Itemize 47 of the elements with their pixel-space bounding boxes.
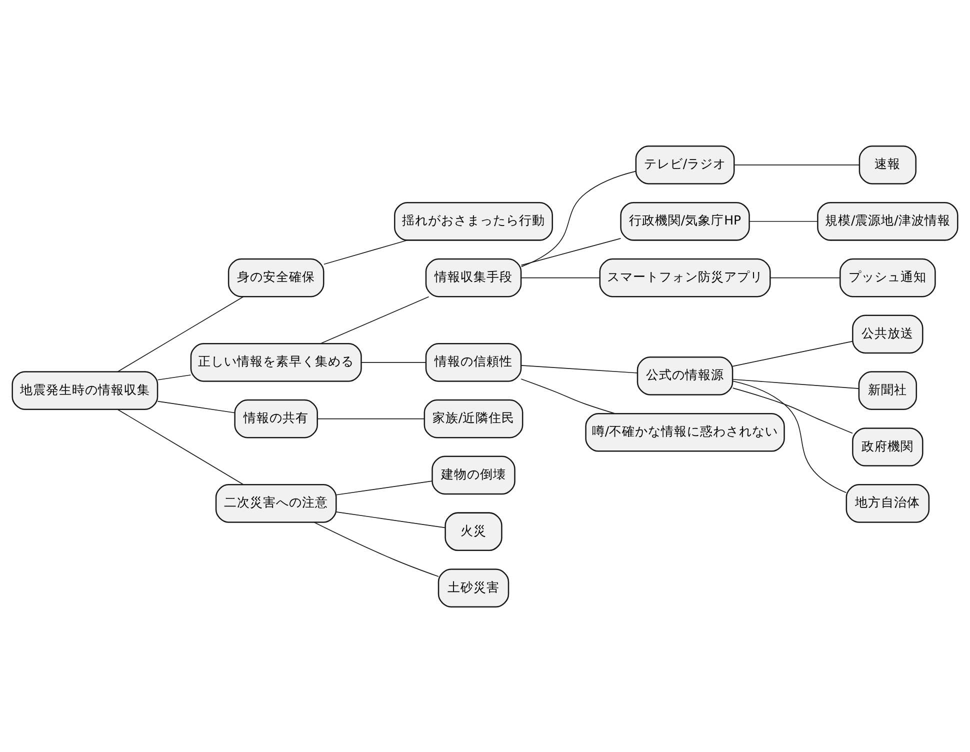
node-box: 家族/近隣住民 bbox=[424, 398, 524, 438]
node-box: 速報 bbox=[858, 145, 916, 184]
connector bbox=[520, 276, 600, 278]
connector bbox=[732, 380, 847, 493]
connector bbox=[157, 374, 192, 380]
node-box: 情報収集手段 bbox=[425, 258, 522, 297]
node-box: 規模/震源地/津波情報 bbox=[817, 201, 958, 240]
node-box: テレビ/ラジオ bbox=[635, 145, 735, 184]
connector bbox=[732, 387, 853, 434]
node-box: 情報の共有 bbox=[234, 398, 318, 438]
node-box: 身の安全確保 bbox=[228, 258, 324, 297]
node-box: 公式の情報源 bbox=[636, 356, 734, 395]
connector bbox=[157, 400, 235, 413]
connector bbox=[520, 364, 638, 373]
connector bbox=[317, 418, 425, 419]
node-box: 政府機関 bbox=[852, 427, 924, 466]
connector bbox=[360, 361, 426, 362]
node-box: 火災 bbox=[444, 512, 502, 551]
node-box: 公共放送 bbox=[852, 314, 924, 354]
connector bbox=[336, 511, 446, 528]
connector bbox=[320, 296, 430, 344]
connector bbox=[324, 239, 408, 264]
connector bbox=[732, 378, 860, 388]
node-box: 正しい情報を素早く集める bbox=[190, 342, 362, 382]
node-box: 二次災害への注意 bbox=[215, 483, 337, 522]
connector bbox=[749, 220, 818, 222]
node-box: 情報の信頼性 bbox=[425, 342, 522, 382]
node-box: プッシュ通知 bbox=[840, 258, 936, 297]
connector bbox=[770, 276, 841, 278]
node-box: 揺れがおさまったら行動 bbox=[394, 201, 553, 240]
node-box: 地震発生時の情報収集 bbox=[12, 370, 158, 410]
node-box: 地方自治体 bbox=[846, 483, 930, 522]
connector bbox=[520, 238, 622, 266]
connector bbox=[336, 480, 432, 495]
node-box: 土砂災害 bbox=[438, 568, 510, 607]
connector bbox=[314, 521, 439, 576]
node-box: 新聞社 bbox=[858, 370, 918, 410]
node-box: 建物の倒壊 bbox=[432, 455, 516, 494]
connector bbox=[520, 378, 616, 414]
node-box: 噂/不確かな情報に惑わされない bbox=[585, 412, 785, 452]
node-box: 行政機関/気象庁HP bbox=[620, 201, 750, 240]
connector bbox=[732, 340, 853, 366]
connector bbox=[117, 408, 244, 484]
connector bbox=[520, 170, 636, 267]
connector bbox=[117, 296, 244, 372]
node-box: スマートフォン防災アプリ bbox=[599, 258, 771, 297]
connector bbox=[734, 164, 860, 165]
